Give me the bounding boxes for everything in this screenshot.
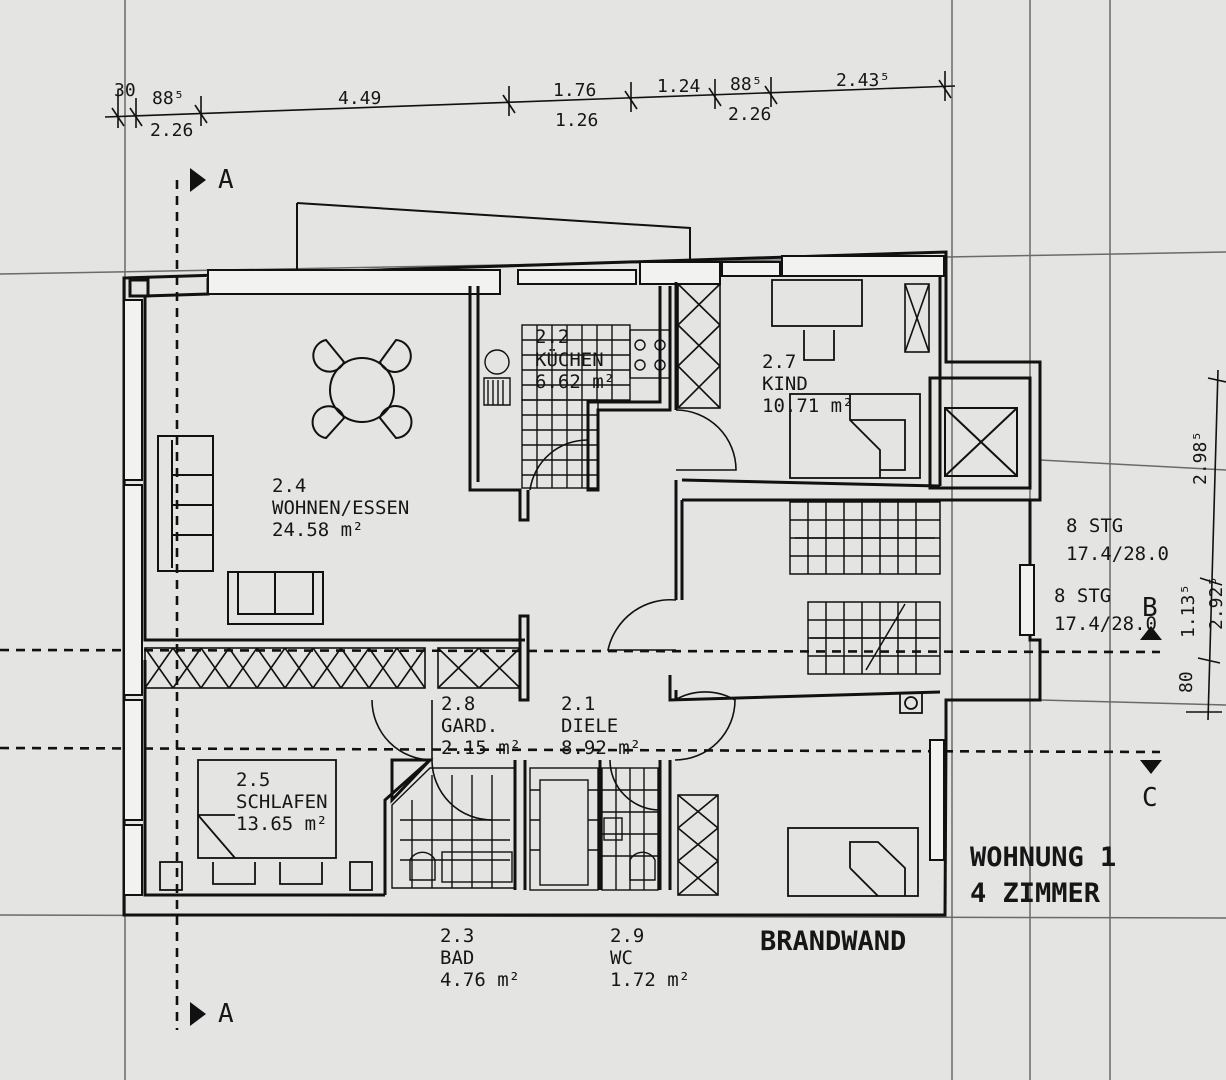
room-number: 2.9	[610, 925, 644, 947]
room-area: 8.92 m²	[561, 737, 641, 759]
kitchen-fixtures	[483, 324, 671, 489]
dim-176: 1.76	[553, 80, 596, 101]
section-a-top-label: A	[218, 165, 234, 195]
apartment-rooms: 4 ZIMMER	[970, 878, 1101, 909]
room-name: KIND	[762, 373, 808, 395]
right-dimension-line	[1186, 369, 1226, 721]
section-a-bottom-arrow	[190, 1002, 206, 1026]
section-a-top-arrow	[190, 168, 206, 192]
schlafen-furniture	[159, 759, 373, 891]
room-bad: 2.3 BAD 4.76 m²	[440, 925, 520, 991]
shaft	[944, 407, 1018, 477]
dim-226-b: 2.26	[728, 104, 771, 125]
windows	[123, 255, 1035, 896]
room-name: DIELE	[561, 715, 618, 737]
stair-count-lower: 8 STG	[1054, 585, 1111, 607]
room-name: WC	[610, 947, 633, 969]
section-a-bottom-label: A	[218, 999, 234, 1029]
section-b-label: B	[1142, 593, 1158, 623]
dim-30: 30	[114, 80, 136, 101]
room-kind: 2.7 KIND 10.71 m²	[762, 351, 854, 417]
dim-126: 1.26	[555, 110, 598, 131]
room-number: 2.7	[762, 351, 796, 373]
dim-226-a: 2.26	[150, 120, 193, 141]
dim-885-a: 88⁵	[152, 88, 185, 109]
dim-124: 1.24	[657, 76, 700, 97]
room-wc: 2.9 WC 1.72 m²	[610, 925, 690, 991]
bathroom-fixtures	[391, 767, 599, 891]
room-name: BAD	[440, 947, 474, 969]
dim-2435: 2.43⁵	[836, 70, 890, 91]
right-dimension-labels: 2.98⁵ 1.13⁵ 2.92⁵ 80	[1176, 431, 1226, 693]
room-name: KÜCHEN	[535, 348, 604, 371]
wc-fixtures	[601, 767, 659, 891]
room-area: 24.58 m²	[272, 519, 364, 541]
room-kuechen: 2.2 KÜCHEN 6.62 m²	[535, 326, 615, 393]
balcony-outline	[296, 202, 691, 270]
door-swings	[371, 409, 737, 821]
top-dimension-line	[104, 71, 956, 128]
staircase	[789, 501, 941, 675]
top-dimension-labels: 30 88⁵ 4.49 1.76 1.24 88⁵ 2.43⁵ 2.26 1.2…	[114, 70, 890, 141]
room-labels: 2.4 WOHNEN/ESSEN 24.58 m² 2.2 KÜCHEN 6.6…	[236, 326, 854, 991]
section-c-label: C	[1142, 783, 1158, 813]
kind-furniture	[771, 279, 921, 479]
room-area: 10.71 m²	[762, 395, 854, 417]
section-c-arrow	[1140, 760, 1162, 774]
stair-count-upper: 8 STG	[1066, 515, 1123, 537]
room-area: 13.65 m²	[236, 813, 328, 835]
room-area: 1.72 m²	[610, 969, 690, 991]
exterior-walls	[122, 250, 1042, 917]
room-number: 2.8	[441, 693, 475, 715]
brandwand-label: BRANDWAND	[760, 926, 906, 957]
room-diele: 2.1 DIELE 8.92 m²	[561, 693, 641, 759]
section-lines	[0, 180, 1161, 1030]
room-number: 2.5	[236, 769, 270, 791]
dim-2925: 2.92⁵	[1206, 576, 1226, 630]
living-furniture	[157, 338, 413, 625]
interior-walls	[383, 276, 1032, 895]
room-number: 2.2	[535, 326, 569, 348]
stair-ratio-upper: 17.4/28.0	[1066, 543, 1169, 565]
room-wohnen-essen: 2.4 WOHNEN/ESSEN 24.58 m²	[272, 475, 409, 541]
section-markers: A A B C	[190, 165, 1162, 1029]
room-name: WOHNEN/ESSEN	[272, 497, 409, 519]
room-schlafen: 2.5 SCHLAFEN 13.65 m²	[236, 769, 328, 835]
dim-80: 80	[1176, 671, 1197, 693]
room-number: 2.4	[272, 475, 306, 497]
dim-1135: 1.13⁵	[1178, 584, 1199, 638]
room-area: 2.15 m²	[441, 737, 521, 759]
dim-885-b: 88⁵	[730, 74, 763, 95]
room-right-furniture	[787, 692, 923, 897]
stair-ratio-lower: 17.4/28.0	[1054, 613, 1157, 635]
room-number: 2.3	[440, 925, 474, 947]
built-in-cabinets	[144, 283, 930, 896]
stair-labels: 8 STG 17.4/28.0 8 STG 17.4/28.0	[1054, 515, 1169, 635]
room-gard: 2.8 GARD. 2.15 m²	[441, 693, 521, 759]
dim-449: 4.49	[338, 88, 381, 109]
room-name: GARD.	[441, 715, 498, 737]
section-b-arrow	[1140, 626, 1162, 640]
room-name: SCHLAFEN	[236, 791, 328, 813]
room-area: 6.62 m²	[535, 371, 615, 393]
apartment-name: WOHNUNG 1	[970, 842, 1116, 873]
room-area: 4.76 m²	[440, 969, 520, 991]
room-number: 2.1	[561, 693, 595, 715]
apartment-title: WOHNUNG 1 4 ZIMMER	[970, 842, 1116, 909]
dim-2985: 2.98⁵	[1190, 431, 1211, 485]
